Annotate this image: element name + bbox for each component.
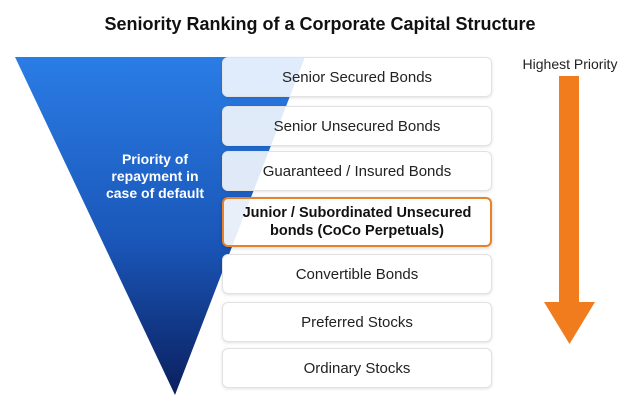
tier-guaranteed-insured-bonds: Guaranteed / Insured Bonds [222, 151, 492, 191]
diagram-title: Seniority Ranking of a Corporate Capital… [104, 14, 536, 34]
tier-label: Preferred Stocks [301, 313, 413, 331]
funnel-label-line: repayment in [111, 168, 199, 184]
tier-label: Guaranteed / Insured Bonds [262, 162, 452, 180]
tier-label-line: Junior / Subordinated Unsecured [242, 205, 472, 221]
tier-preferred-stocks: Preferred Stocks [222, 302, 492, 342]
arrow-head [544, 302, 595, 344]
funnel-label-line: Priority of [121, 151, 189, 167]
funnel-label-line: case of default [105, 185, 205, 201]
tier-label: Convertible Bonds [295, 265, 419, 283]
tier-label: Junior / Subordinated Unsecured bonds (C… [243, 204, 472, 240]
arrow-shaft [559, 76, 579, 304]
tier-label: Senior Secured Bonds [281, 68, 433, 86]
tier-junior-subordinated-bonds: Junior / Subordinated Unsecured bonds (C… [222, 197, 492, 247]
tier-label: Senior Unsecured Bonds [273, 117, 441, 135]
tier-ordinary-stocks: Ordinary Stocks [222, 348, 492, 388]
tier-senior-secured-bonds: Senior Secured Bonds [222, 57, 492, 97]
tier-convertible-bonds: Convertible Bonds [222, 254, 492, 294]
highest-priority-label: Highest Priority [522, 56, 618, 72]
funnel-label: Priority of repayment in case of default [95, 151, 215, 202]
down-arrow-icon [544, 76, 595, 344]
tier-label: Ordinary Stocks [303, 359, 411, 377]
tier-label-line: bonds (CoCo Perpetuals) [269, 223, 444, 239]
tier-senior-unsecured-bonds: Senior Unsecured Bonds [222, 106, 492, 146]
